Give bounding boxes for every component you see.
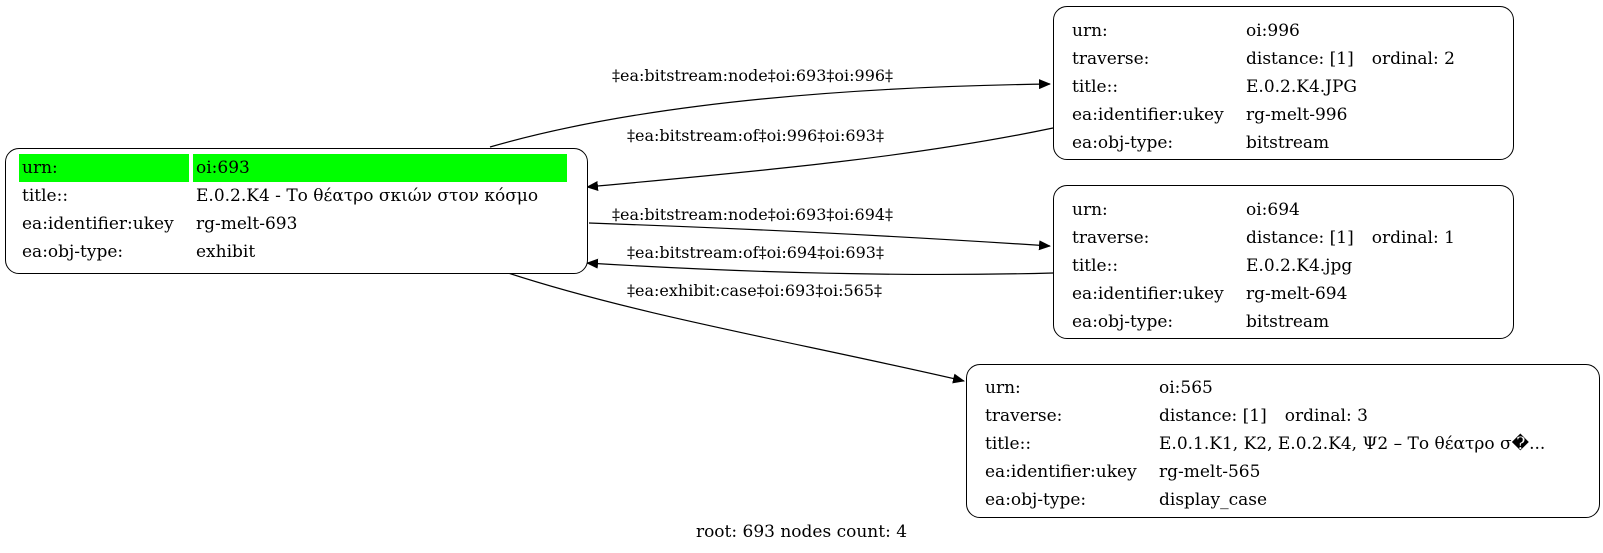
row-key: ea:identifier:ukey [1072,284,1224,304]
node-row-type: ea:obj-type: exhibit [19,238,567,266]
node-oi-694[interactable]: urn: oi:694 traverse: distance: [1] ordin… [1053,185,1514,339]
node-row-title: title:: E.0.2.K4.JPG [1069,73,1458,101]
graph-footer: root: 693 nodes count: 4 [695,522,908,542]
row-value: E.0.2.K4.JPG [1246,77,1358,97]
row-value: E.0.2.K4 - Το θέατρο σκιών στον κόσμο [196,186,539,206]
row-key: urn: [19,154,189,182]
row-key: urn: [1072,21,1108,41]
row-key: ea:obj-type: [1072,312,1174,332]
row-value: rg-melt-693 [196,214,298,234]
row-key: urn: [1072,200,1108,220]
node-row-ukey: ea:identifier:ukey rg-melt-565 [982,458,1548,486]
ordinal-value: ordinal: 1 [1371,228,1455,248]
row-key: ea:obj-type: [985,490,1087,510]
row-key: urn: [985,378,1021,398]
edge-996-to-693: ‡ea:bitstream:of‡oi:996‡oi:693‡ [586,126,1054,191]
row-value: distance: [1] ordinal: 1 [1243,224,1458,252]
row-key: ea:obj-type: [22,242,124,262]
row-value: E.0.1.K1, K2, E.0.2.K4, Ψ2 – Το θέατρο σ… [1159,434,1546,454]
node-row-traverse: traverse: distance: [1] ordinal: 2 [1069,45,1458,73]
ordinal-value: ordinal: 3 [1284,406,1368,426]
node-row-urn: urn: oi:996 [1069,17,1458,45]
node-row-type: ea:obj-type: bitstream [1069,308,1458,336]
row-key: title:: [1072,256,1119,276]
node-row-urn: urn: oi:565 [982,374,1548,402]
row-value: distance: [1] ordinal: 2 [1243,45,1458,73]
row-value: E.0.2.K4.jpg [1246,256,1353,276]
row-value: oi:694 [1246,200,1300,220]
row-value: oi:693 [193,154,567,182]
node-oi-996[interactable]: urn: oi:996 traverse: distance: [1] ordin… [1053,6,1514,160]
node-row-ukey: ea:identifier:ukey rg-melt-693 [19,210,567,238]
edge-694-to-693: ‡ea:bitstream:of‡oi:694‡oi:693‡ [586,243,1054,276]
row-value: display_case [1159,490,1268,510]
row-value: oi:565 [1159,378,1213,398]
row-key: traverse: [1072,49,1150,69]
edge-693-to-565: ‡ea:exhibit:case‡oi:693‡oi:565‡ [507,272,965,384]
row-value: distance: [1] ordinal: 3 [1156,402,1548,430]
edge-label: ‡ea:bitstream:of‡oi:996‡oi:693‡ [627,126,884,145]
distance-value: distance: [1] [1246,49,1354,69]
edge-label: ‡ea:bitstream:of‡oi:694‡oi:693‡ [627,243,884,262]
row-value: rg-melt-694 [1246,284,1348,304]
row-key: ea:identifier:ukey [985,462,1137,482]
node-row-title: title:: E.0.1.K1, K2, E.0.2.K4, Ψ2 – Το … [982,430,1548,458]
row-key: ea:identifier:ukey [22,214,174,234]
edge-label: ‡ea:bitstream:node‡oi:693‡oi:996‡ [612,66,893,85]
node-row-ukey: ea:identifier:ukey rg-melt-694 [1069,280,1458,308]
node-row-title: title:: E.0.2.K4 - Το θέατρο σκιών στον … [19,182,567,210]
node-oi-565[interactable]: urn: oi:565 traverse: distance: [1] ordin… [966,364,1600,518]
row-key: traverse: [1072,228,1150,248]
edge-label: ‡ea:bitstream:node‡oi:693‡oi:694‡ [612,205,893,224]
row-value: exhibit [196,242,256,262]
row-key: ea:obj-type: [1072,133,1174,153]
row-key: title:: [22,186,69,206]
node-row-title: title:: E.0.2.K4.jpg [1069,252,1458,280]
distance-value: distance: [1] [1159,406,1267,426]
row-key: ea:identifier:ukey [1072,105,1224,125]
node-row-traverse: traverse: distance: [1] ordinal: 3 [982,402,1548,430]
edge-693-to-694: ‡ea:bitstream:node‡oi:693‡oi:694‡ [588,205,1051,251]
row-key: title:: [985,434,1032,454]
node-row-urn: urn: oi:694 [1069,196,1458,224]
row-key: title:: [1072,77,1119,97]
row-value: rg-melt-996 [1246,105,1348,125]
row-value: oi:996 [1246,21,1300,41]
node-row-traverse: traverse: distance: [1] ordinal: 1 [1069,224,1458,252]
distance-value: distance: [1] [1246,228,1354,248]
row-value: bitstream [1246,312,1330,332]
node-row-type: ea:obj-type: bitstream [1069,129,1458,157]
node-row-urn: urn: oi:693 [19,154,567,182]
node-row-type: ea:obj-type: display_case [982,486,1548,514]
node-oi-693[interactable]: urn: oi:693 title:: E.0.2.K4 - Το θέατρο… [5,148,588,274]
node-row-ukey: ea:identifier:ukey rg-melt-996 [1069,101,1458,129]
row-key: traverse: [985,406,1063,426]
edge-label: ‡ea:exhibit:case‡oi:693‡oi:565‡ [627,281,882,300]
ordinal-value: ordinal: 2 [1371,49,1455,69]
row-value: bitstream [1246,133,1330,153]
row-value: rg-melt-565 [1159,462,1261,482]
edge-693-to-996: ‡ea:bitstream:node‡oi:693‡oi:996‡ [489,66,1051,148]
